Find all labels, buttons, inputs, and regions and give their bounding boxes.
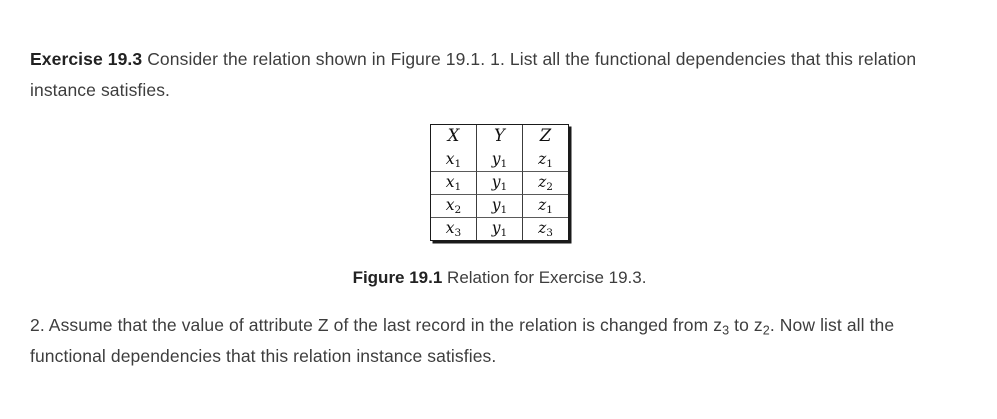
- table-header-row: X Y Z: [431, 124, 568, 149]
- cell-x: x2: [431, 194, 477, 218]
- table-row: x1 y1 z2: [431, 171, 568, 195]
- question-2-sub-from: 3: [722, 323, 730, 338]
- column-header-z: Z: [539, 126, 552, 146]
- table-row: x1 y1 z1: [431, 148, 568, 172]
- figure-caption-text: Relation for Exercise 19.3.: [442, 267, 647, 287]
- exercise-paragraph: Exercise 19.3 Consider the relation show…: [30, 44, 969, 106]
- table-header: X Y Z: [431, 124, 568, 149]
- cell-x: x1: [431, 148, 477, 172]
- table-row: x2 y1 z1: [431, 194, 568, 218]
- cell-z: z1: [523, 149, 568, 172]
- cell-y: y1: [477, 148, 523, 172]
- column-header-x: X: [431, 124, 477, 149]
- cell-z: z3: [538, 218, 553, 239]
- cell-y: y1: [477, 194, 523, 218]
- table-row: x3 y1 z3: [431, 217, 568, 240]
- figure-19-1: X Y Z x1 y1 z1 x1 y1 z2 x2 y1: [30, 123, 969, 241]
- exercise-body-text: Consider the relation shown in Figure 19…: [30, 48, 917, 100]
- exercise-label: Exercise 19.3: [30, 48, 143, 69]
- cell-z: z1: [523, 195, 568, 218]
- cell-x: x1: [431, 171, 477, 195]
- cell-y: y1: [477, 217, 523, 240]
- figure-caption-number: Figure 19.1: [352, 267, 443, 287]
- relation-table: X Y Z x1 y1 z1 x1 y1 z2 x2 y1: [430, 123, 569, 241]
- cell-z: z2: [523, 172, 568, 195]
- column-header-y: Y: [477, 124, 523, 149]
- question-2-text-c: . Now list all the functional dependenci…: [30, 314, 895, 366]
- question-2-text-b: to z: [729, 314, 763, 335]
- question-2-sub-to: 2: [762, 323, 770, 338]
- figure-caption: Figure 19.1 Relation for Exercise 19.3.: [30, 268, 969, 288]
- question-2-paragraph: 2. Assume that the value of attribute Z …: [30, 310, 969, 372]
- question-2-text-a: 2. Assume that the value of attribute Z …: [30, 314, 723, 335]
- cell-x: x3: [431, 217, 477, 240]
- table-body: x1 y1 z1 x1 y1 z2 x2 y1 z1 x3 y1 z3: [431, 148, 568, 240]
- cell-y: y1: [477, 171, 523, 195]
- document-page: Exercise 19.3 Consider the relation show…: [30, 44, 969, 372]
